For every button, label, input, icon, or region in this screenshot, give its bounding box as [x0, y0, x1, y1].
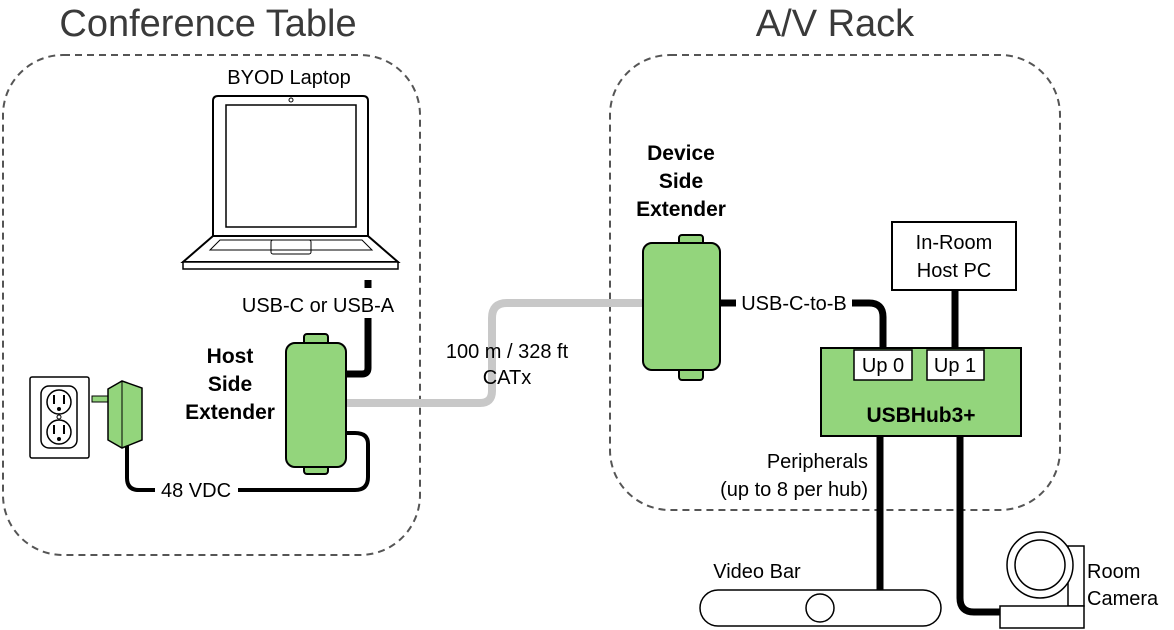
room-camera-icon	[999, 531, 1085, 629]
catx-type-label: CATx	[483, 367, 532, 389]
hub-port-0-label: Up 0	[862, 355, 904, 377]
peripherals-label-2: (up to 8 per hub)	[720, 479, 868, 501]
room-camera-label-1: Room	[1087, 561, 1140, 583]
power-cable	[125, 431, 370, 492]
laptop-usb-cable-lower	[345, 318, 372, 378]
video-bar-label: Video Bar	[713, 561, 801, 583]
video-bar-icon	[699, 589, 942, 627]
power-label: 48 VDC	[161, 480, 231, 502]
av-rack-zone	[609, 54, 1061, 511]
hub-port-0	[853, 349, 913, 381]
usb-hub	[820, 347, 1022, 437]
host-pc-label-1: In-Room	[916, 232, 993, 254]
laptop-cable-label: USB-C or USB-A	[242, 295, 395, 317]
hub-label: USBHub3+	[866, 404, 975, 427]
host-pc-label-2: Host PC	[917, 260, 991, 282]
av-rack-title: A/V Rack	[756, 3, 915, 45]
catx-cable	[345, 299, 645, 407]
wall-outlet-icon	[29, 376, 90, 459]
host-extender-label-2: Side	[208, 373, 252, 396]
hub-port-1	[926, 349, 985, 381]
device-side-extender	[642, 234, 721, 381]
peripherals-label-1: Peripherals	[767, 451, 868, 473]
host-extender-label-3: Extender	[185, 401, 275, 424]
catx-length-label: 100 m / 328 ft	[446, 341, 569, 363]
laptop-icon	[180, 95, 401, 270]
device-extender-label-2: Side	[659, 170, 703, 193]
host-side-extender	[285, 333, 347, 475]
host-extender-label-1: Host	[207, 345, 254, 368]
hub-port-1-label: Up 1	[934, 355, 976, 377]
device-extender-label-3: Extender	[636, 198, 726, 221]
conference-table-zone	[2, 54, 421, 556]
device-extender-label-1: Device	[647, 142, 715, 165]
power-adapter-icon	[91, 380, 143, 449]
room-camera-label-2: Camera	[1087, 588, 1159, 610]
conference-table-title: Conference Table	[59, 3, 356, 45]
laptop-label: BYOD Laptop	[227, 67, 350, 89]
usb-c-to-b-label: USB-C-to-B	[741, 293, 847, 315]
host-pc-box	[891, 221, 1017, 291]
camera-cable	[956, 435, 1000, 616]
